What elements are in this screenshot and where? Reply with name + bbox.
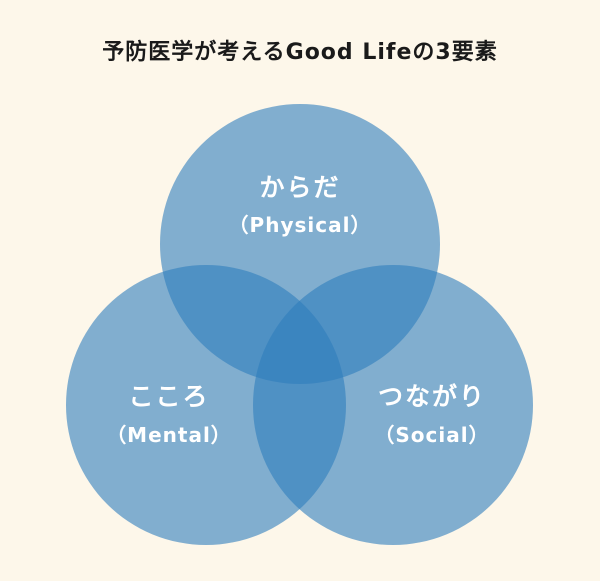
circle-mental-label: こころ <box>128 382 209 411</box>
circle-physical-sublabel: （Physical） <box>229 213 372 237</box>
circle-physical-label: からだ <box>259 173 340 202</box>
circle-mental-sublabel: （Mental） <box>106 423 232 447</box>
circles-group <box>66 104 533 545</box>
circle-social-label: つながり <box>378 382 486 411</box>
circle-social-sublabel: （Social） <box>374 423 489 447</box>
diagram-title: 予防医学が考えるGood Lifeの3要素 <box>102 40 498 65</box>
circle-social <box>253 265 533 545</box>
